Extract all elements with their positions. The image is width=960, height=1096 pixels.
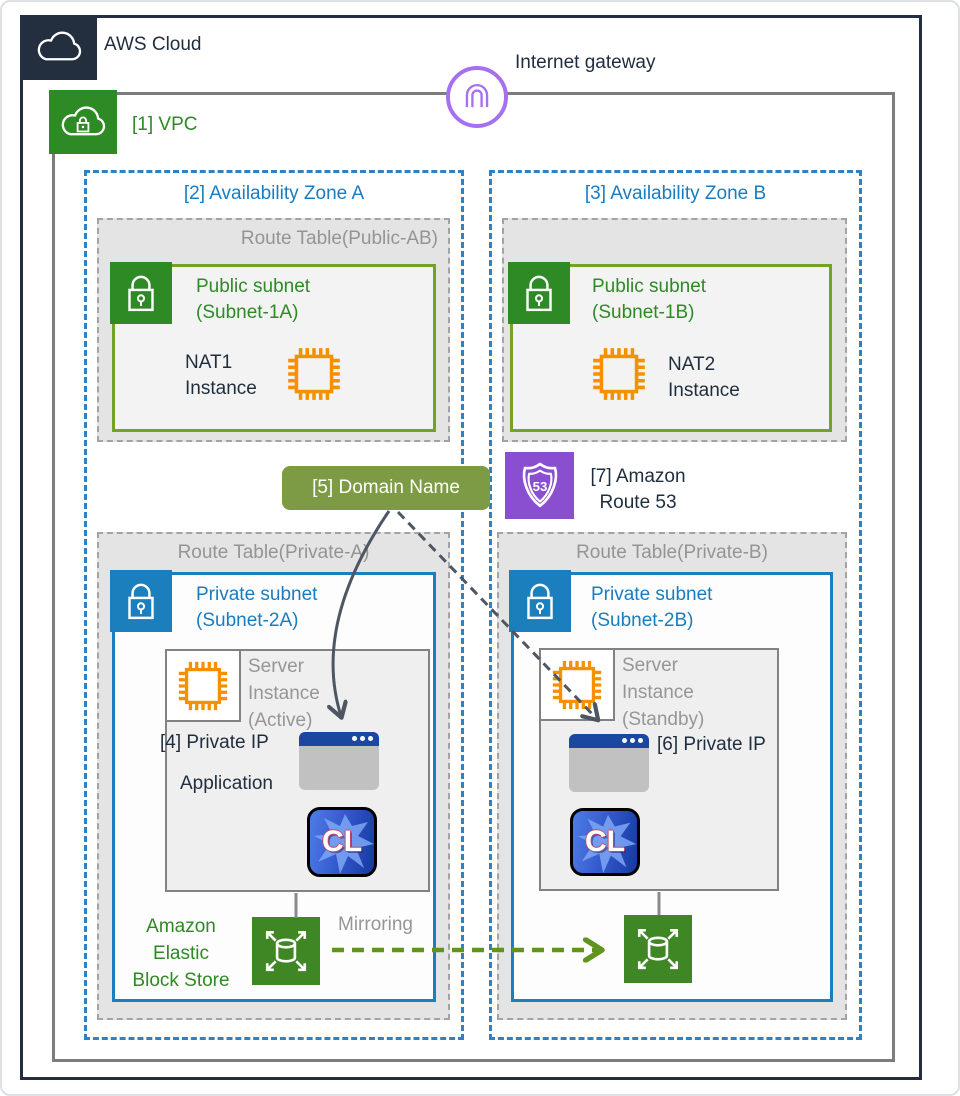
ebs-volume-glyph — [637, 928, 679, 970]
ebs-volume-glyph — [265, 930, 307, 972]
gateway-arch-glyph — [465, 84, 489, 108]
nat2-instance-icon — [588, 343, 650, 405]
public-subnet-1a-title-line1: Public subnet — [196, 276, 311, 297]
public-subnet-1a-title-line2: (Subnet-1A) — [196, 302, 299, 323]
ebs-label-line1: Amazon — [146, 916, 216, 937]
route53-icon: 53 — [505, 452, 574, 519]
window-dot — [630, 738, 635, 743]
nat2-label: NAT2 Instance — [668, 352, 740, 404]
application-window-icon-b — [569, 734, 649, 792]
private-subnet-2a-title: Private subnet (Subnet-2A) — [196, 582, 317, 634]
ebs-icon-b — [624, 915, 692, 983]
public-subnet-1b-title-line1: Public subnet — [592, 276, 707, 297]
window-body — [299, 746, 379, 790]
private-subnet-2b-lock-icon — [509, 570, 571, 632]
server-instance-a-label: Server Instance (Active) — [248, 653, 320, 734]
private-subnet-2a-lock-icon — [110, 570, 172, 632]
ebs-icon-a — [252, 917, 320, 985]
route53-label-line1: [7] Amazon — [590, 466, 686, 487]
padlock-glyph — [128, 583, 154, 620]
cl-app-text: CL — [585, 825, 625, 858]
vpc-cloud-lock-glyph — [61, 106, 106, 136]
public-subnet-1a-title: Public subnet (Subnet-1A) — [196, 274, 310, 326]
chip-glyph — [552, 660, 602, 709]
nat1-label: NAT1 Instance — [185, 350, 257, 402]
internet-gateway-icon — [446, 66, 508, 128]
window-dot — [360, 736, 365, 741]
cl-splat-glyph — [314, 814, 374, 874]
window-titlebar — [299, 732, 379, 746]
cloud-glyph — [37, 31, 81, 60]
route53-label: [7] Amazon Route 53 — [580, 464, 696, 516]
internet-gateway-label: Internet gateway — [515, 52, 656, 73]
application-window-icon-a — [299, 732, 379, 790]
private-subnet-2b-title-line1: Private subnet — [591, 584, 713, 605]
vpc-icon — [49, 90, 117, 154]
server-a-line2: Instance — [248, 683, 320, 704]
availability-zone-b-label: [3] Availability Zone B — [584, 183, 767, 204]
server-instance-b-chip-icon — [539, 648, 615, 721]
nat1-type: Instance — [185, 378, 257, 399]
domain-name-node: [5] Domain Name — [282, 466, 490, 510]
window-body — [569, 748, 649, 792]
ebs-label-a: Amazon Elastic Block Store — [116, 913, 246, 994]
ebs-label-line2: Elastic — [153, 943, 209, 964]
nat2-name: NAT2 — [668, 354, 716, 375]
padlock-glyph — [128, 275, 154, 312]
application-label: Application — [180, 773, 273, 794]
server-b-line3: (Standby) — [622, 709, 705, 730]
server-instance-a-chip-icon — [165, 649, 241, 722]
window-dot — [368, 736, 373, 741]
route-table-private-b-label: Route Table(Private-B) — [576, 542, 768, 563]
private-ip-6-label: [6] Private IP — [657, 734, 766, 755]
server-b-line2: Instance — [622, 682, 694, 703]
window-titlebar — [569, 734, 649, 748]
server-instance-b-label: Server Instance (Standby) — [622, 652, 704, 733]
cl-app-icon-b: CL — [570, 808, 640, 876]
nat1-instance-icon — [283, 343, 345, 405]
cl-splat-glyph — [577, 814, 637, 873]
public-subnet-1a-lock-icon — [110, 262, 172, 324]
nat2-type: Instance — [668, 380, 740, 401]
nat1-name: NAT1 — [185, 352, 233, 373]
ebs-label-line3: Block Store — [132, 970, 230, 991]
server-a-line1: Server — [248, 656, 304, 677]
private-ip-4-label: [4] Private IP — [160, 732, 269, 753]
mirroring-label: Mirroring — [338, 914, 413, 935]
public-subnet-1b-title-line2: (Subnet-1B) — [592, 302, 695, 323]
chip-glyph — [178, 661, 228, 710]
route53-label-line2: Route 53 — [599, 492, 677, 513]
public-subnet-1b-title: Public subnet (Subnet-1B) — [592, 274, 706, 326]
private-subnet-2b-title: Private subnet (Subnet-2B) — [591, 582, 712, 634]
public-subnet-1b-lock-icon — [508, 262, 570, 324]
vpc-label: [1] VPC — [132, 114, 198, 135]
private-subnet-2b-title-line2: (Subnet-2B) — [591, 610, 694, 631]
server-b-line1: Server — [622, 655, 678, 676]
window-dot — [352, 736, 357, 741]
padlock-glyph — [526, 275, 552, 312]
route53-shield-number: 53 — [532, 478, 547, 493]
chip-glyph — [288, 348, 340, 400]
window-dot — [622, 738, 627, 743]
padlock-glyph — [527, 583, 553, 620]
cl-app-icon-a: CL — [307, 807, 377, 877]
route-table-public-ab-label: Route Table(Public-AB) — [240, 228, 438, 249]
route-table-private-a-label: Route Table(Private-A) — [177, 542, 370, 563]
aws-cloud-group — [20, 15, 922, 1080]
aws-cloud-label: AWS Cloud — [104, 34, 202, 55]
cl-app-text: CL — [322, 825, 362, 858]
chip-glyph — [593, 348, 645, 400]
private-subnet-2a-title-line2: (Subnet-2A) — [196, 610, 299, 631]
server-a-line3: (Active) — [248, 710, 313, 731]
aws-cloud-icon — [20, 15, 97, 80]
window-dot — [638, 738, 643, 743]
availability-zone-a-label: [2] Availability Zone A — [183, 183, 365, 204]
private-subnet-2a-title-line1: Private subnet — [196, 584, 318, 605]
route53-shield-glyph: 53 — [522, 462, 557, 507]
